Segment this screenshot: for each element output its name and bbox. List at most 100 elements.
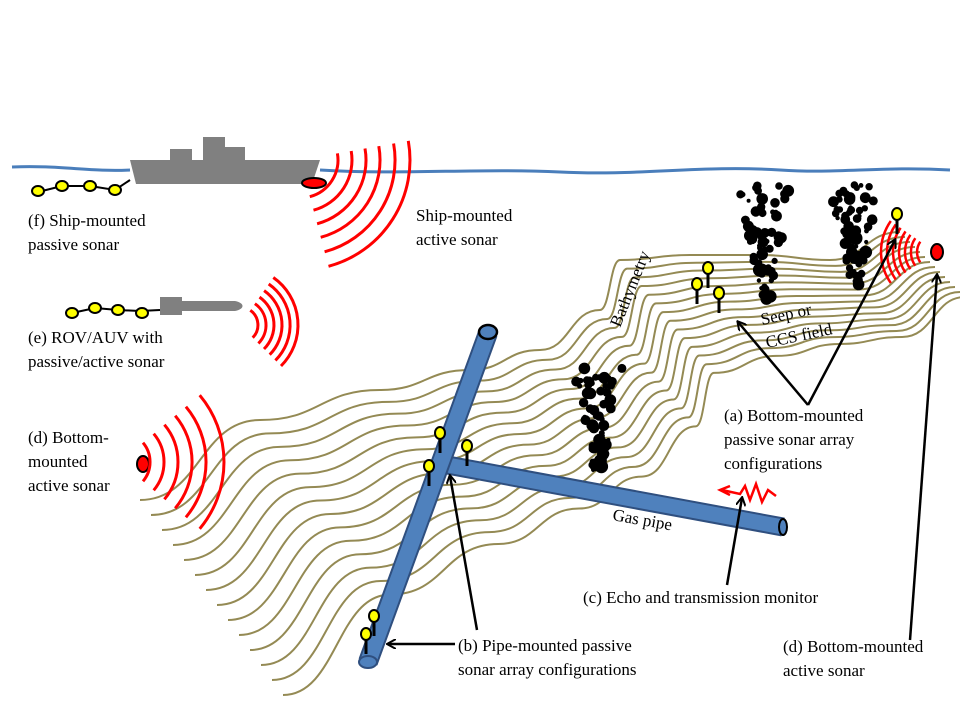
gas-bubble [617,363,627,373]
gas-bubble [775,182,783,190]
gas-bubble [582,414,588,420]
passive-sensor [702,261,714,275]
gas-bubble [849,270,856,277]
gas-bubble [857,213,862,219]
gas-bubble [858,252,864,258]
bathymetry-line [238,276,946,636]
gas-bubble [848,205,853,210]
sonar-wave-arc [263,289,284,356]
sonar-wave-arc [328,140,412,268]
label-a-line3: configurations [724,454,822,473]
sonar-wave-arc [313,150,354,212]
gas-bubble [855,206,864,215]
label-e-line2: passive/active sonar [28,352,165,371]
gas-bubble [766,266,776,276]
sonar-wave-arc [897,230,907,274]
passive-sensor [368,609,380,623]
passive-sensor [691,277,703,291]
passive-sensor [434,426,446,440]
sonar-wave-arc [272,276,300,368]
gas-bubble [842,256,851,265]
echo-transmission-signal [716,480,777,506]
gas-bubble-plumes [571,181,878,474]
sonar-wave-arc [309,153,340,199]
label-d-right-line1: (d) Bottom-mounted [783,637,924,656]
sonar-wave-arc [198,394,226,530]
gas-bubble [760,228,770,238]
labels: (f) Ship-mounted passive sonar Ship-moun… [28,206,924,680]
gas-bubble [605,403,616,414]
gas-bubble [836,196,843,203]
gas-bubble [585,404,595,413]
gas-bubble [849,255,854,260]
ship-sonar-waves [309,140,412,268]
sonar-wave-arc [909,237,917,267]
gas-bubble [754,187,762,195]
gas-bubble [864,239,869,245]
label-d-left-line3: active sonar [28,476,110,495]
left-bottom-sonar-waves [141,394,226,530]
sea-surface [11,165,951,175]
gas-bubble [765,244,774,253]
gas-bubble [868,196,878,206]
gas-bubble [597,435,603,441]
gas-bubble [578,362,591,375]
gas-bubble [606,438,611,442]
gas-bubble [771,210,782,222]
passive-sensor [360,627,372,641]
gas-bubble [582,390,588,396]
gas-bubble [607,376,617,387]
gas-bubble [598,430,605,436]
gas-bubble [748,225,758,235]
label-f-line2: passive sonar [28,235,119,254]
label-e-line1: (e) ROV/AUV with [28,328,163,347]
gas-bubble [578,398,589,408]
sonar-wave-arc [258,295,276,351]
gas-bubble [602,382,609,390]
bathymetry-line [183,251,921,561]
bathymetry-line [161,241,911,531]
gas-bubble [753,259,760,266]
gas-bubble [585,376,594,384]
sonar-wave-arc [903,234,912,270]
sonar-wave-arc [316,148,368,226]
gas-bubble [599,463,606,470]
passive-sensor [461,439,473,453]
passive-sensor [891,207,903,221]
bathymetry-line [282,296,960,696]
rov-auv [65,297,243,319]
gas-bubble [839,186,848,195]
gas-bubble [598,371,611,384]
gas-bubble [770,198,780,208]
gas-bubble [754,263,769,277]
gas-bubble [578,377,584,384]
sonar-wave-arc [915,240,922,264]
gas-bubble [865,183,873,191]
gas-bubble [866,214,878,225]
gas-bubble [757,243,762,248]
gas-bubble [594,411,604,421]
ship-active-sonar-transducer [301,177,327,189]
sonar-wave-arc [885,223,897,281]
label-f-line1: (f) Ship-mounted [28,211,146,230]
label-d-right-line2: active sonar [783,661,865,680]
gas-bubble [740,191,746,198]
sonar-wave-arc [320,145,382,239]
sonar-wave-arc [249,309,260,339]
sonar-wave-arc [184,405,208,519]
label-d-left-line1: (d) Bottom- [28,428,109,447]
gas-bubble [761,285,770,294]
gas-bubble [858,183,864,188]
bathymetry-line [227,271,941,621]
label-c: (c) Echo and transmission monitor [583,588,818,607]
label-a-line1: (a) Bottom-mounted [724,406,864,425]
callout-arrows [388,240,937,644]
gas-bubble [594,455,604,465]
rov-sonar-waves [249,276,300,368]
bathymetry-line [205,261,931,591]
label-ship-active-line2: active sonar [416,230,498,249]
gas-bubble [763,293,768,298]
passive-sensor [713,286,725,300]
gas-bubble [850,181,859,189]
